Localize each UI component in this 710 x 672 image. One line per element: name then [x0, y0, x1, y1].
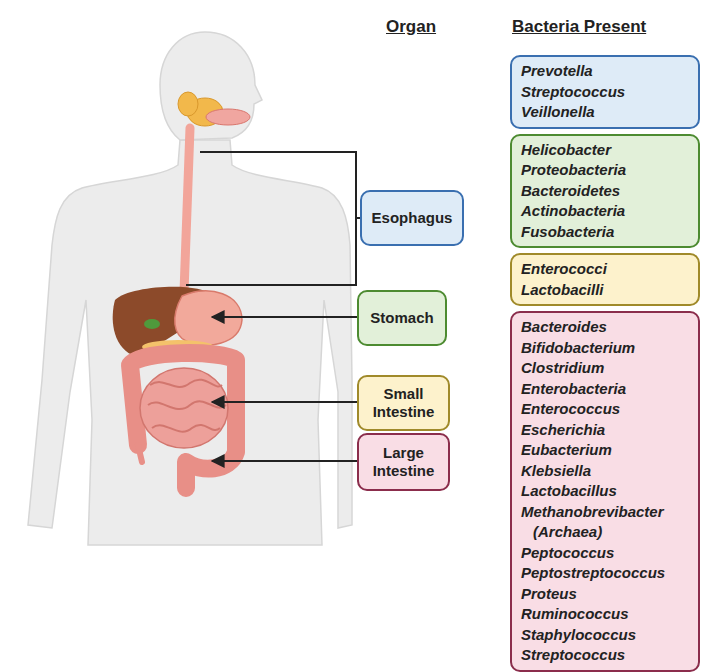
bacteria-name: Proteus	[521, 584, 692, 605]
bacteria-name: Streptococcus	[521, 645, 692, 666]
bacteria-list-box: BacteroidesBifidobacteriumClostridiumEnt…	[510, 311, 700, 672]
bacteria-name: Actinobacteria	[521, 201, 692, 222]
bacteria-name: Lactobacillus	[521, 481, 692, 502]
bacteria-name: Escherichia	[521, 420, 692, 441]
column-heading: Bacteria Present	[512, 17, 646, 37]
organ-name: Stomach	[370, 309, 433, 327]
organ-name: Small Intestine	[365, 385, 442, 421]
bacteria-list-box: EnterococciLactobacilli	[510, 253, 700, 306]
bacteria-name: Bacteroides	[521, 317, 692, 338]
leader-arrow	[212, 316, 357, 318]
bacteria-name: Clostridium	[521, 358, 692, 379]
organ-name: Large Intestine	[365, 444, 442, 480]
organ-box: Small Intestine	[357, 375, 450, 431]
bacteria-name: Eubacterium	[521, 440, 692, 461]
bacteria-name: Staphylococcus	[521, 625, 692, 646]
bacteria-name: Peptostreptococcus	[521, 563, 692, 584]
bacteria-list-box: PrevotellaStreptococcusVeillonella	[510, 55, 700, 129]
column-heading: Organ	[386, 17, 436, 37]
organ-box: Stomach	[357, 290, 447, 346]
body-silhouette	[28, 32, 352, 545]
small-intestine-organ	[140, 368, 228, 448]
bacteria-name: Ruminococcus	[521, 604, 692, 625]
stomach-organ	[175, 291, 242, 345]
organ-box: Esophagus	[360, 190, 464, 246]
gallbladder	[144, 319, 160, 329]
esophagus-tube	[184, 128, 190, 292]
bacteria-name: Veillonella	[521, 102, 692, 123]
leader-arrow	[212, 460, 357, 462]
leader-arrow	[212, 401, 357, 403]
large-intestine-organ	[130, 353, 236, 488]
organ-name: Esophagus	[372, 209, 453, 227]
mouth-glands	[178, 92, 250, 126]
bacteria-name: Bifidobacterium	[521, 338, 692, 359]
bacteria-name: Lactobacilli	[521, 280, 692, 301]
esophagus-bracket	[186, 152, 361, 285]
appendix	[138, 445, 142, 462]
bacteria-name: Enterococci	[521, 259, 692, 280]
bacteria-name: Prevotella	[521, 61, 692, 82]
bacteria-list-box: HelicobacterProteobacteriaBacteroidetesA…	[510, 134, 700, 249]
bacteria-name: Enterococcus	[521, 399, 692, 420]
bacteria-name: Fusobacteria	[521, 222, 692, 243]
bacteria-name: Peptococcus	[521, 543, 692, 564]
bacteria-name: Methanobrevibacter (Archaea)	[521, 502, 692, 543]
bacteria-name: Streptococcus	[521, 82, 692, 103]
bacteria-name: Enterobacteria	[521, 379, 692, 400]
bacteria-name: Bacteroidetes	[521, 181, 692, 202]
bacteria-name: Proteobacteria	[521, 160, 692, 181]
bacteria-name: Helicobacter	[521, 140, 692, 161]
bacteria-name: Klebsiella	[521, 461, 692, 482]
organ-box: Large Intestine	[357, 433, 450, 491]
